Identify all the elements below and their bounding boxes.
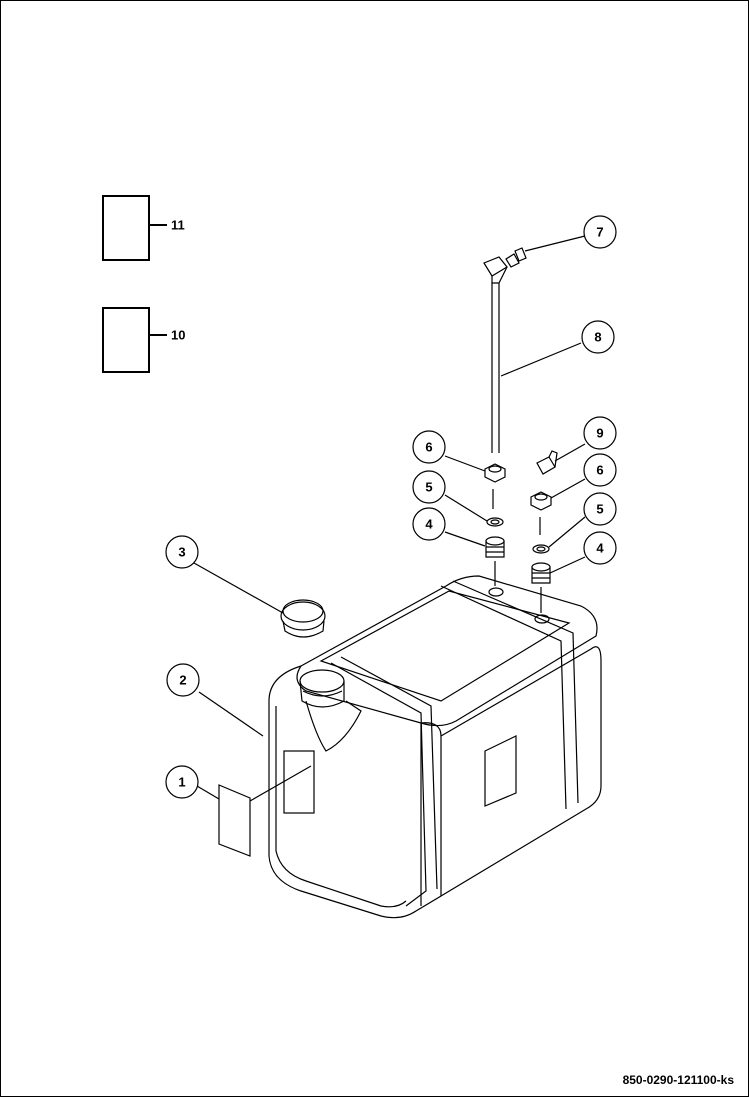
reference-box-11: 11 <box>102 195 185 261</box>
callout-2: 2 <box>166 663 200 697</box>
svg-text:8: 8 <box>594 330 601 345</box>
callout-9: 9 <box>583 416 617 450</box>
svg-text:6: 6 <box>425 440 432 455</box>
svg-text:3: 3 <box>178 545 185 560</box>
svg-text:1: 1 <box>178 775 185 790</box>
svg-text:4: 4 <box>425 517 433 532</box>
drawing-code: 850-0290-121100-ks <box>622 1073 734 1087</box>
callout-4-right: 4 <box>583 531 617 565</box>
svg-text:9: 9 <box>596 426 603 441</box>
callout-6-right: 6 <box>583 453 617 487</box>
box-label-11: 11 <box>171 218 185 233</box>
callout-8: 8 <box>581 320 615 354</box>
leader-lines <box>193 235 586 802</box>
left-fitting-stack <box>484 463 506 586</box>
callout-1: 1 <box>165 765 199 799</box>
svg-text:7: 7 <box>596 225 603 240</box>
filler-cap-part <box>280 599 326 638</box>
box-label-10: 10 <box>171 328 185 343</box>
callout-5-left: 5 <box>412 470 446 504</box>
sticker-part <box>218 784 251 857</box>
right-fitting-stack <box>530 450 558 613</box>
fuel-tank <box>268 575 602 919</box>
reference-box-10: 10 <box>102 307 185 373</box>
callout-7: 7 <box>583 215 617 249</box>
svg-text:4: 4 <box>596 541 604 556</box>
svg-text:6: 6 <box>596 463 603 478</box>
callout-4-left: 4 <box>412 507 446 541</box>
svg-text:5: 5 <box>425 480 432 495</box>
dip-tube-part <box>483 247 527 453</box>
callout-3: 3 <box>165 535 199 569</box>
callout-6-left: 6 <box>412 430 446 464</box>
svg-text:5: 5 <box>596 502 603 517</box>
svg-text:2: 2 <box>179 673 186 688</box>
callout-5-right: 5 <box>583 492 617 526</box>
